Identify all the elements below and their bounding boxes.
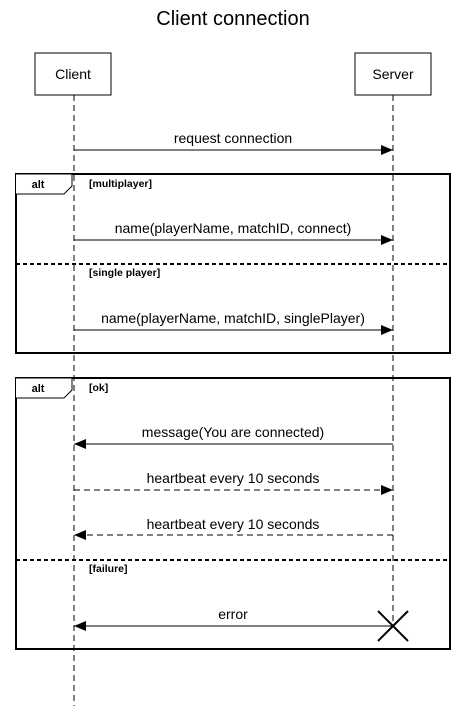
- diagram-title: Client connection: [156, 8, 309, 30]
- message-request-label: request connection: [174, 130, 292, 146]
- alt-fragment-frame: [15, 377, 451, 650]
- message-heartbeat-to-client: heartbeat every 10 seconds: [74, 516, 393, 540]
- guard-single-player: [single player]: [89, 267, 160, 279]
- alt-fragment-connection-result: alt [ok] [failure]: [15, 377, 451, 650]
- client-actor: Client: [34, 52, 112, 96]
- guard-ok: [ok]: [89, 382, 108, 394]
- message-single-player-name: name(playerName, matchID, singlePlayer): [74, 310, 393, 335]
- message-heartbeat-to-server: heartbeat every 10 seconds: [74, 470, 393, 495]
- message-error: error: [74, 606, 393, 631]
- message-connected: message(You are connected): [74, 424, 393, 449]
- guard-multiplayer: [multiplayer]: [89, 178, 152, 190]
- message-single-player-label: name(playerName, matchID, singlePlayer): [101, 310, 365, 326]
- alt-operator-label: alt: [32, 383, 45, 395]
- server-actor: Server: [354, 52, 432, 96]
- destroy-icon: [377, 610, 409, 642]
- client-actor-label: Client: [55, 66, 91, 82]
- message-heartbeat-server-label: heartbeat every 10 seconds: [147, 470, 320, 486]
- alt-fragment-player-mode: alt [multiplayer] [single player]: [15, 173, 451, 354]
- alt-operator-label: alt: [32, 179, 45, 191]
- message-connected-label: message(You are connected): [142, 424, 324, 440]
- alt-operator-tab: [16, 377, 73, 399]
- message-request-connection: request connection: [74, 130, 393, 155]
- message-heartbeat-client-label: heartbeat every 10 seconds: [147, 516, 320, 532]
- message-multiplayer-label: name(playerName, matchID, connect): [115, 220, 352, 236]
- message-error-label: error: [218, 606, 248, 622]
- alt-operator-tab: [16, 173, 73, 195]
- server-actor-label: Server: [372, 66, 414, 82]
- guard-failure: [failure]: [89, 563, 128, 575]
- message-multiplayer-name: name(playerName, matchID, connect): [74, 220, 393, 245]
